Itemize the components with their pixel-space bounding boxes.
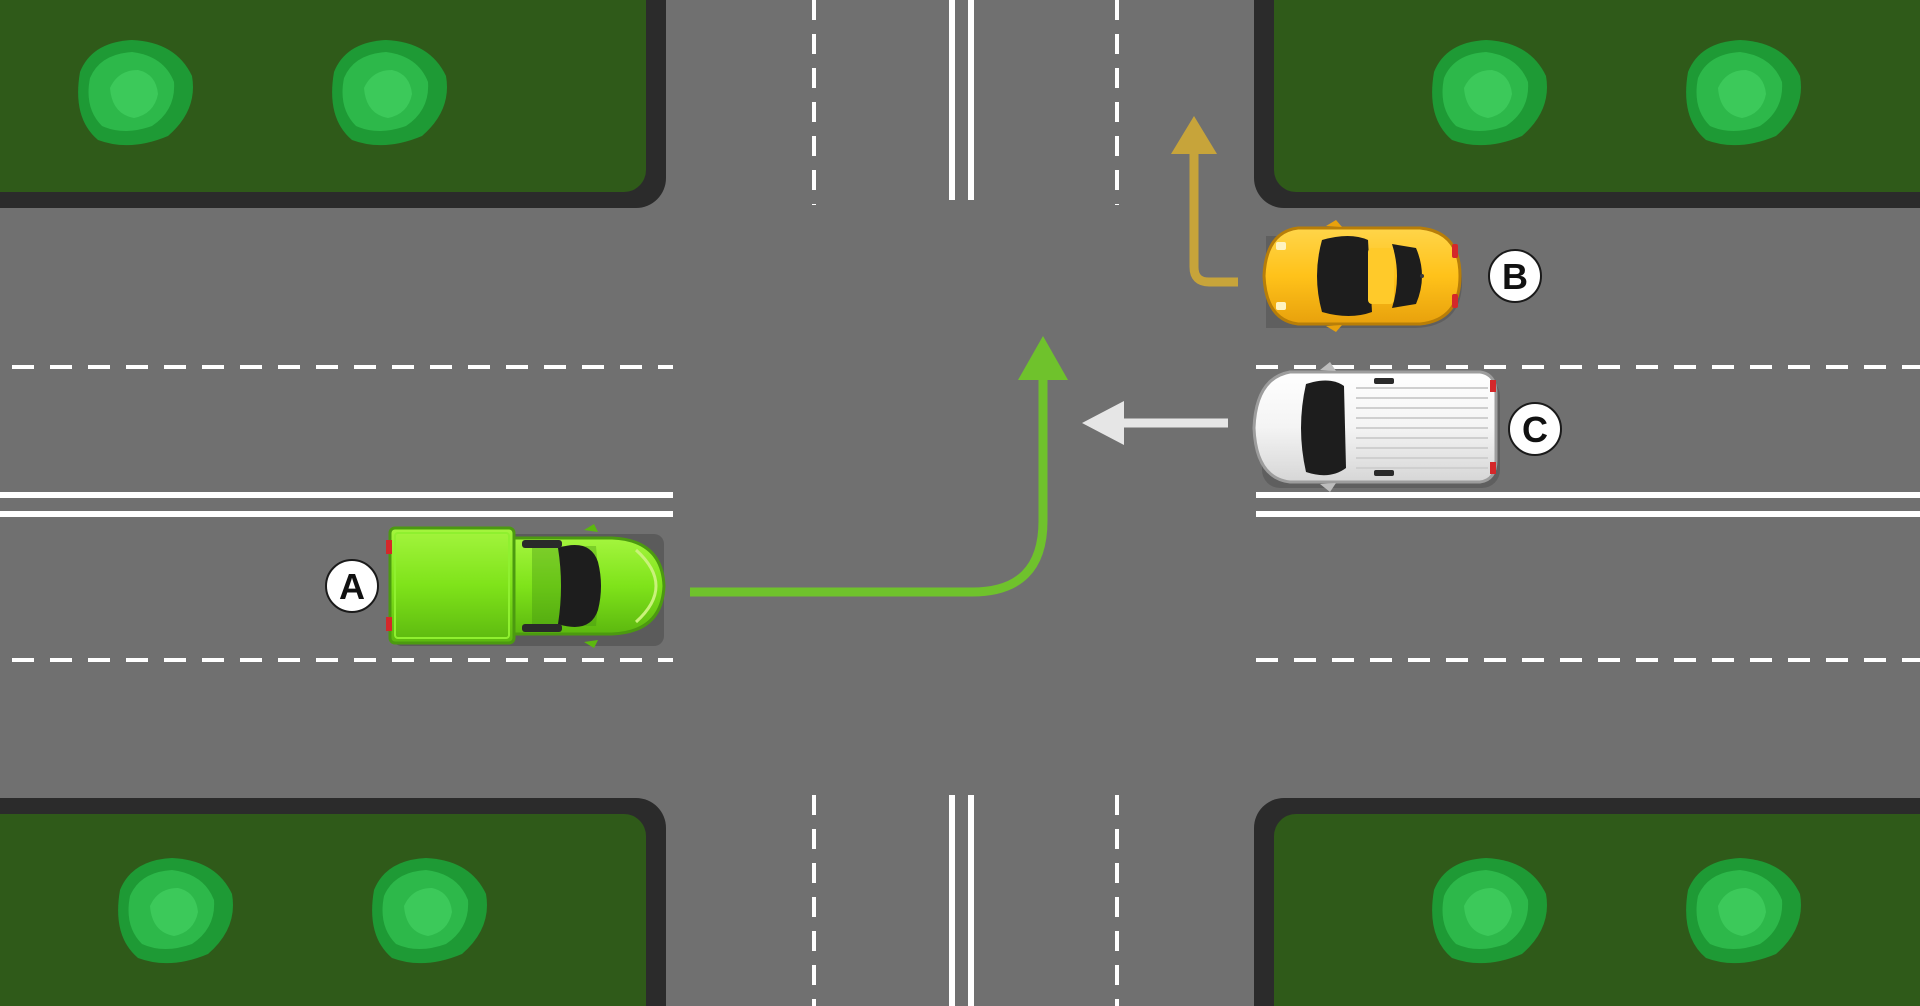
corner-block-bottom-right: [1254, 798, 1920, 1006]
green-left-turn-path: [690, 336, 1068, 597]
gray-straight-path: [1082, 401, 1228, 445]
vehicle-label-c-text: C: [1522, 409, 1548, 450]
vehicle-label-a: A: [325, 559, 379, 613]
vehicle-label-b-text: B: [1502, 256, 1528, 297]
lane-markings-horizontal: [0, 365, 1920, 662]
tree-icon: [372, 858, 487, 964]
tree-icon: [78, 40, 193, 146]
vehicle-b-yellow-car: [1262, 220, 1462, 332]
vehicle-label-c: C: [1508, 402, 1562, 456]
corner-block-top-right: [1254, 0, 1920, 208]
tree-icon: [118, 858, 233, 964]
tree-icon: [1432, 40, 1547, 146]
vehicle-label-b: B: [1488, 249, 1542, 303]
vehicle-label-a-text: A: [339, 566, 365, 607]
gold-right-turn-path: [1171, 116, 1238, 287]
tree-icon: [332, 40, 447, 146]
tree-icon: [1686, 858, 1801, 964]
tree-icon: [1686, 40, 1801, 146]
tree-icon: [1432, 858, 1547, 964]
arrow-up-icon: [1171, 116, 1217, 154]
vehicle-c-white-van: [1252, 362, 1500, 492]
vehicle-a-green-truck: [386, 524, 666, 648]
corner-block-bottom-left: [0, 798, 666, 1006]
lane-markings-vertical: [812, 0, 1119, 1006]
arrow-up-icon: [1018, 336, 1068, 380]
arrow-left-icon: [1082, 401, 1124, 445]
